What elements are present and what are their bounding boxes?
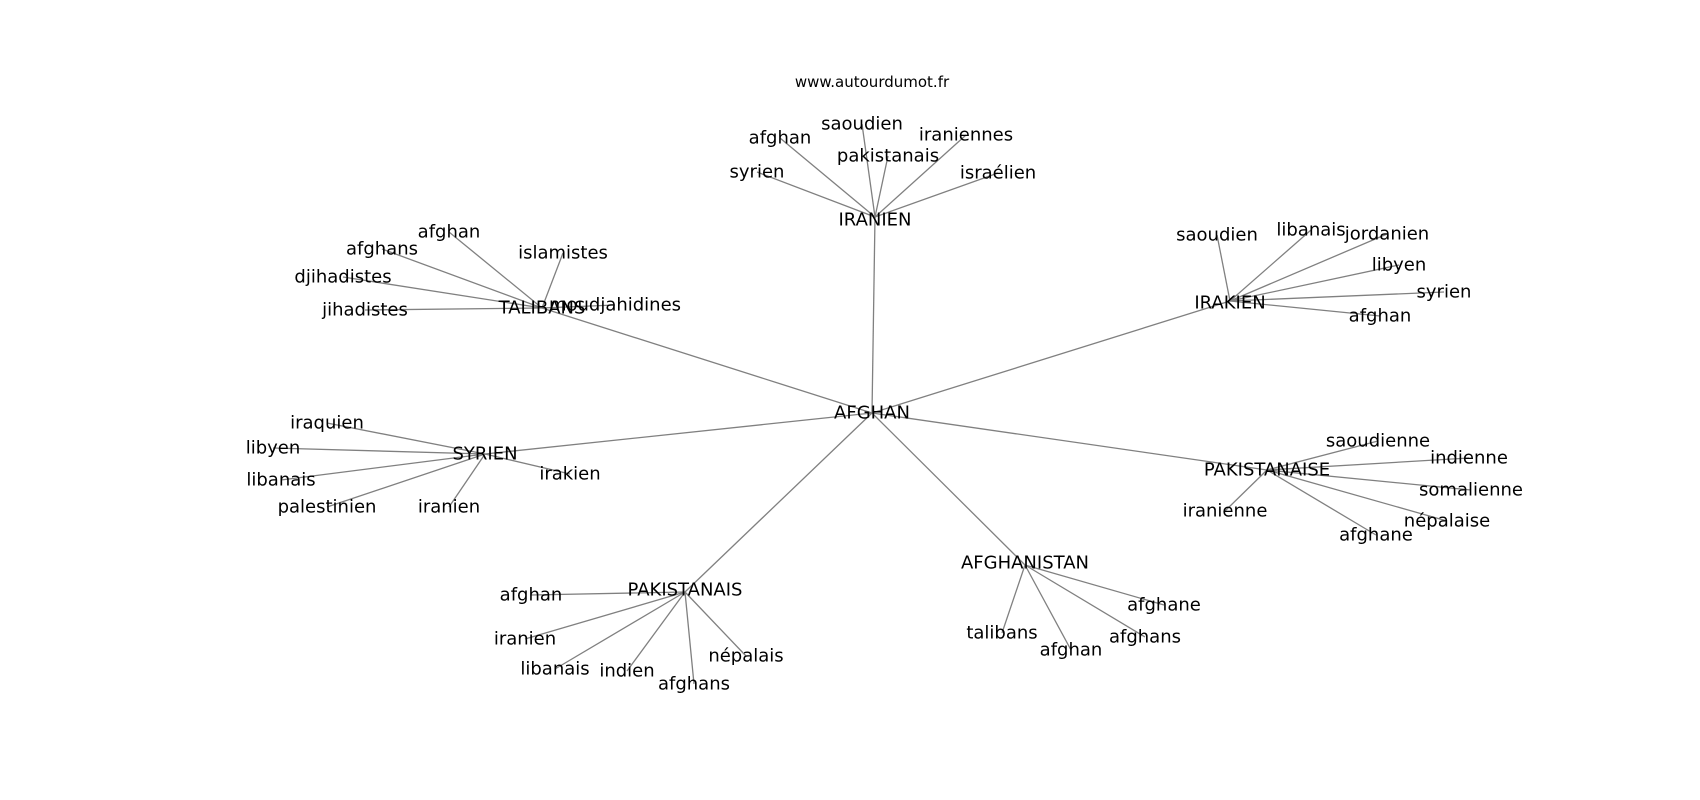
edge-syrien-to-child — [326, 422, 486, 455]
labels-layer: AFGHAN afghan saoudien iraniennespakistanai… — [246, 114, 1523, 695]
edge-pakistanais-to-child — [554, 591, 686, 670]
edge-irakien-to-child — [1229, 233, 1388, 302]
leaf-node-label: afghans — [346, 239, 418, 260]
edge-pakistanais-to-child — [530, 591, 686, 596]
edge-talibans-to-child — [541, 304, 616, 309]
edge-center-to-pakistanais — [684, 412, 873, 593]
leaf-node-label: afghane — [1339, 525, 1413, 546]
edge-pakistanais-to-child — [626, 591, 686, 672]
center-node-label: AFGHAN — [834, 403, 910, 424]
edge-center-to-afghanistan — [871, 412, 1026, 566]
leaf-node-label: iranienne — [1183, 501, 1268, 522]
hub-node-label-talibans: TALIBANS — [498, 298, 586, 319]
hub-node-label-pakistanais: PAKISTANAIS — [628, 580, 743, 601]
edge-iranien-to-child — [756, 171, 876, 218]
leaf-node-label: jihadistes — [321, 300, 408, 321]
leaf-node-label: iraniennes — [919, 125, 1013, 146]
leaf-node-label: libyen — [1372, 255, 1427, 276]
leaf-node-label: syrien — [1417, 282, 1472, 303]
edge-pakistanaise-to-child — [1224, 469, 1268, 512]
leaf-node-label: saoudienne — [1326, 431, 1430, 452]
leaf-node-label: moudjahidines — [549, 295, 681, 316]
edge-pakistanais-to-child — [684, 591, 747, 657]
leaf-node-label: iranien — [494, 629, 556, 650]
hub-node-label-syrien: SYRIEN — [452, 444, 517, 465]
edge-center-to-pakistanaise — [871, 412, 1268, 471]
leaf-node-label: indienne — [1430, 448, 1508, 469]
edge-pakistanais-to-child — [524, 591, 686, 640]
leaf-node-label: afghan — [1040, 640, 1103, 661]
leaf-node-label: iranien — [418, 497, 480, 518]
edge-center-to-talibans — [541, 307, 873, 414]
leaf-node-label: indien — [599, 661, 654, 682]
leaf-node-label: afghan — [1349, 306, 1412, 327]
edge-afghanistan-to-child — [1024, 564, 1146, 638]
edge-irakien-to-child — [1229, 300, 1381, 317]
hub-node-label-afghanistan: AFGHANISTAN — [961, 553, 1089, 574]
leaf-node-label: libanais — [1276, 220, 1345, 241]
edge-irakien-to-child — [1229, 264, 1400, 302]
edge-talibans-to-child — [364, 307, 543, 311]
edge-talibans-to-child — [448, 231, 543, 309]
hub-node-label-pakistanaise: PAKISTANAISE — [1204, 460, 1330, 481]
edge-iranien-to-child — [874, 155, 889, 218]
edge-syrien-to-child — [272, 447, 486, 455]
leaf-node-label: somalienne — [1419, 480, 1523, 501]
edge-syrien-to-child — [280, 453, 486, 481]
leaf-node-label: libyen — [246, 438, 301, 459]
hub-node-label-irakien: IRAKIEN — [1194, 293, 1265, 314]
watermark-text: www.autourdumot.fr — [795, 73, 950, 91]
edge-syrien-to-child — [448, 453, 486, 508]
leaf-node-label: afghan — [418, 222, 481, 243]
leaf-node-label: afghans — [658, 674, 730, 695]
leaf-node-label: djihadistes — [294, 267, 391, 288]
edge-talibans-to-child — [381, 248, 543, 309]
edge-talibans-to-child — [541, 252, 564, 309]
edge-pakistanais-to-child — [684, 591, 695, 685]
edge-irakien-to-child — [1229, 229, 1312, 302]
edge-iranien-to-child — [874, 134, 967, 218]
leaf-node-label: pakistanais — [837, 146, 939, 167]
edge-syrien-to-child — [484, 453, 571, 475]
leaf-node-label: afghan — [500, 585, 563, 606]
leaf-node-label: afghans — [1109, 627, 1181, 648]
edge-iranien-to-child — [861, 123, 876, 218]
leaf-node-label: afghan — [749, 128, 812, 149]
leaf-node-label: palestinien — [278, 497, 377, 518]
edge-iranien-to-child — [874, 172, 999, 218]
leaf-node-label: israélien — [960, 163, 1036, 184]
leaf-node-label: népalais — [708, 646, 783, 667]
edge-pakistanaise-to-child — [1266, 469, 1472, 491]
leaf-node-label: libanais — [246, 470, 315, 491]
edge-center-to-syrien — [484, 412, 873, 455]
edge-pakistanaise-to-child — [1266, 440, 1379, 471]
edge-center-to-iranien — [871, 216, 876, 414]
edge-pakistanaise-to-child — [1266, 457, 1470, 471]
leaf-node-label: libanais — [520, 659, 589, 680]
leaf-node-label: talibans — [966, 623, 1037, 644]
edges-layer — [272, 123, 1472, 685]
leaf-node-label: afghane — [1127, 595, 1201, 616]
edge-afghanistan-to-child — [1024, 564, 1165, 606]
leaf-node-label: syrien — [730, 162, 785, 183]
leaf-node-label: iraquien — [290, 413, 364, 434]
edge-irakien-to-child — [1229, 291, 1445, 302]
edge-pakistanaise-to-child — [1266, 469, 1448, 522]
leaf-node-label: irakien — [539, 464, 600, 485]
edge-talibans-to-child — [342, 276, 543, 309]
leaf-node-label: saoudien — [1176, 225, 1258, 246]
hub-node-label-iranien: IRANIEN — [838, 210, 911, 231]
edge-irakien-to-child — [1216, 234, 1231, 302]
edge-iranien-to-child — [779, 137, 876, 218]
leaf-node-label: jordanien — [1344, 224, 1429, 245]
leaf-node-label: saoudien — [821, 114, 903, 135]
leaf-node-label: népalaise — [1404, 511, 1490, 532]
edge-afghanistan-to-child — [1024, 564, 1072, 651]
leaf-node-label: islamistes — [518, 243, 608, 264]
edge-pakistanaise-to-child — [1266, 469, 1377, 536]
edge-syrien-to-child — [326, 453, 486, 508]
edge-afghanistan-to-child — [1001, 564, 1026, 634]
edge-center-to-irakien — [871, 300, 1231, 414]
